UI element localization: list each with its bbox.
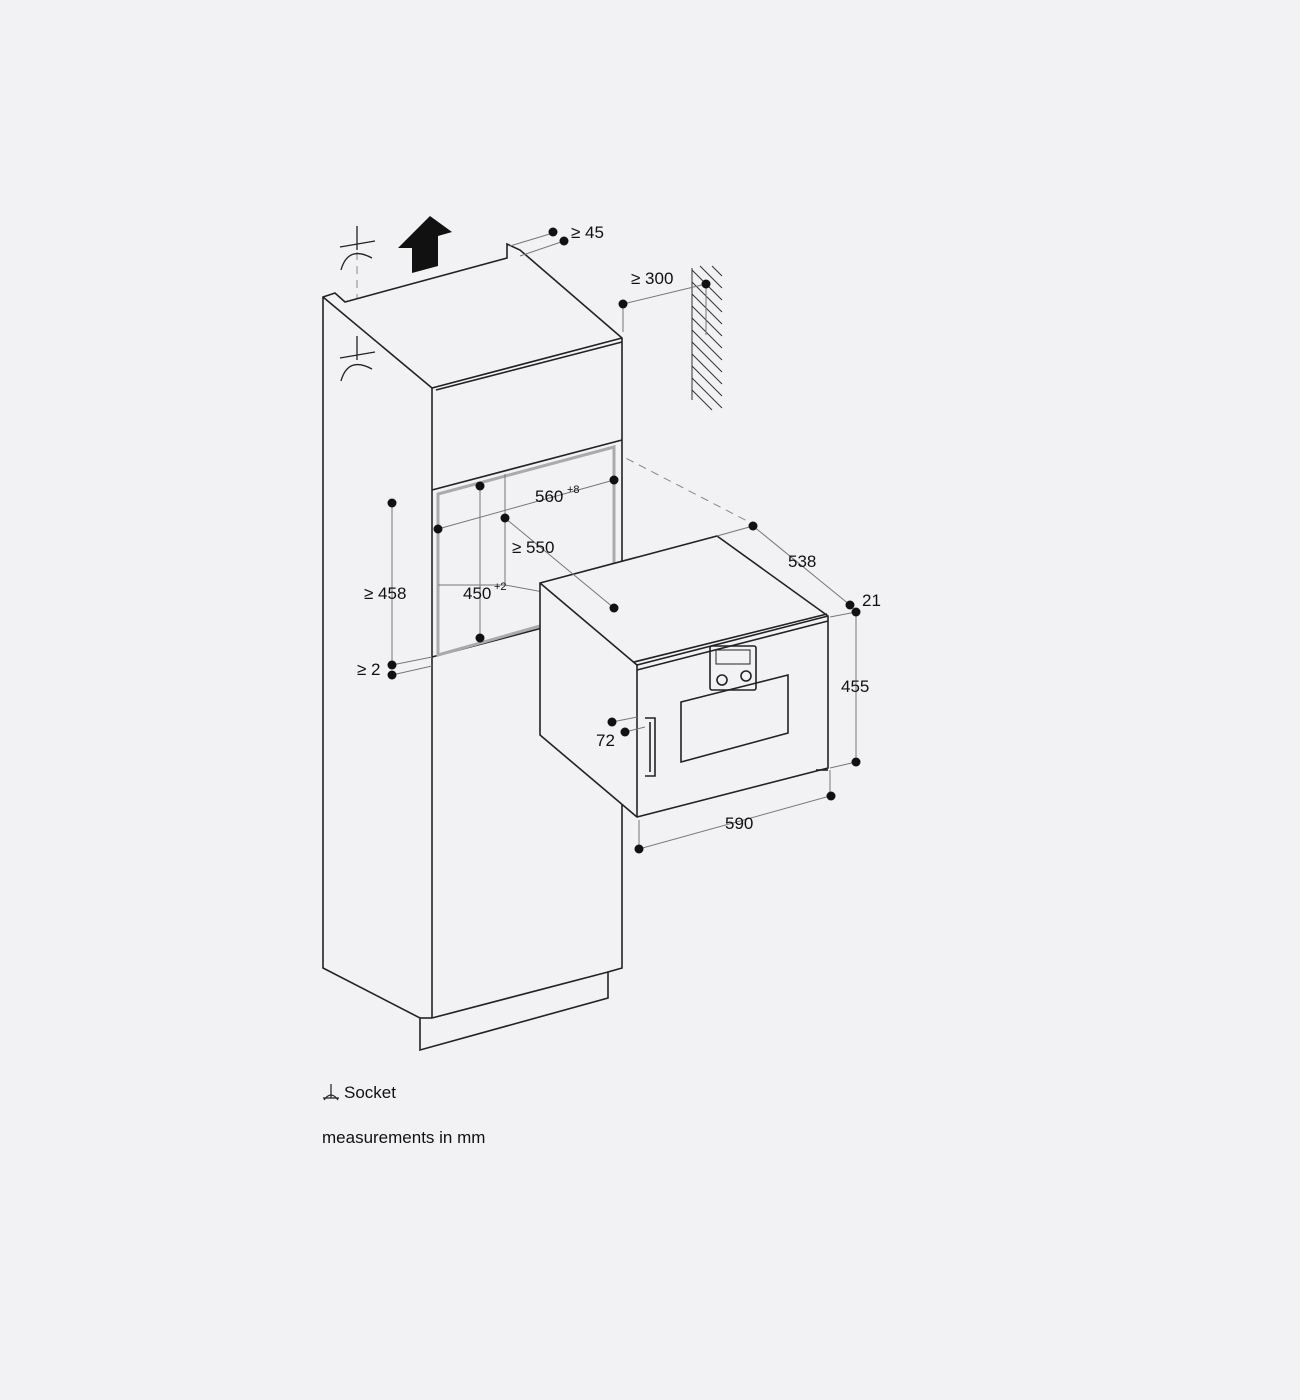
- legend-socket-label: Socket: [344, 1083, 396, 1102]
- dim-oven-height: 455: [841, 677, 869, 696]
- dim-wall-distance: ≥ 300: [631, 269, 673, 288]
- dim-oven-depth: 538: [788, 552, 816, 571]
- dim-handle-depth: 72: [596, 731, 615, 750]
- knob-right: [740, 670, 752, 682]
- dim-oven-width: 590: [725, 814, 753, 833]
- airflow-arrow-icon: [398, 216, 452, 273]
- handle: [645, 717, 656, 777]
- dim-niche-width-tol: +8: [567, 484, 580, 496]
- dim-niche-depth: ≥ 550: [512, 538, 554, 557]
- dim-niche-height: 450: [463, 584, 491, 603]
- dimension-lines: [391, 232, 857, 850]
- dimension-dots: [387, 227, 861, 854]
- dim-top-clearance: ≥ 45: [571, 223, 604, 242]
- units-note: measurements in mm: [322, 1128, 486, 1147]
- dim-front-thickness: 21: [862, 591, 881, 610]
- dim-niche-height-min: ≥ 458: [364, 584, 406, 603]
- dim-gap-bottom: ≥ 2: [357, 660, 381, 679]
- control-panel: [709, 645, 757, 691]
- socket-icon: [339, 226, 376, 382]
- oven-window: [680, 673, 789, 764]
- socket-legend-icon: [323, 1084, 339, 1101]
- knob-left: [716, 674, 728, 686]
- dim-niche-width: 560: [535, 487, 563, 506]
- dim-niche-height-tol: +2: [494, 581, 507, 593]
